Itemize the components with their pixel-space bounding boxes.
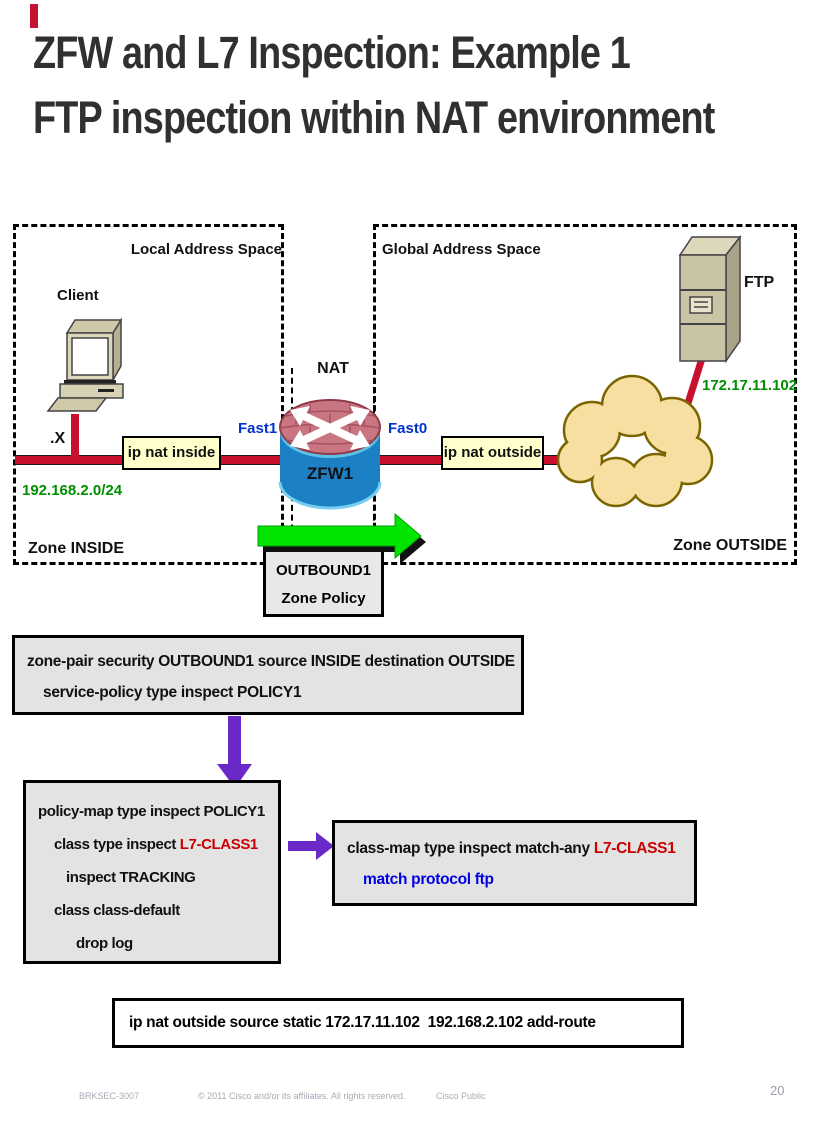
interface-fast0-label: Fast0 (388, 420, 428, 437)
flow-arrow-down (217, 716, 252, 788)
interface-fast1-label: Fast1 (238, 420, 278, 437)
zone-pair-line-1: zone-pair security OUTBOUND1 source INSI… (27, 653, 515, 670)
ip-nat-inside-tag: ip nat inside (122, 436, 221, 470)
keyboard (46, 397, 108, 412)
l7-class1-def: L7-CLASS1 (593, 840, 676, 857)
zone-outside-label: Zone OUTSIDE (673, 537, 787, 554)
nat-label: NAT (317, 360, 349, 377)
zone-policy-name: OUTBOUND1 (275, 562, 371, 579)
ftp-server-icon (678, 234, 742, 364)
monitor-screen (71, 337, 109, 376)
ip-nat-outside-tag: ip nat outside (441, 436, 544, 470)
slide-title: ZFW and L7 Inspection: Example 1 FTP ins… (33, 20, 715, 150)
title-line-2: FTP inspection within NAT environment (33, 92, 715, 143)
policy-map-line-3: inspect TRACKING (66, 869, 196, 886)
title-line-1: ZFW and L7 Inspection: Example 1 (33, 27, 631, 78)
footer-session-id: BRKSEC-3007 (79, 1091, 140, 1101)
footer-classification: Cisco Public (436, 1091, 486, 1101)
router-arrows (290, 406, 370, 450)
client-drop-segment (71, 414, 79, 458)
class-map-line-2: match protocol ftp (363, 871, 494, 888)
policy-map-line-5: drop log (76, 935, 133, 952)
nat-command-text: ip nat outside source static 172.17.11.1… (129, 1014, 596, 1031)
local-address-space-label: Local Address Space (130, 241, 282, 258)
client-suffix-label: .X (50, 430, 66, 447)
l7-class1-ref: L7-CLASS1 (179, 836, 258, 853)
internet-cloud-icon (556, 374, 714, 508)
ftp-server-label: FTP (744, 274, 775, 291)
client-label: Client (57, 287, 99, 304)
flow-arrow-right (288, 832, 334, 860)
class-map-config-box: class-map type inspect match-any L7-CLAS… (332, 820, 697, 906)
policy-map-line-4: class class-default (54, 902, 180, 919)
accent-bar (30, 4, 38, 28)
footer-copyright: © 2011 Cisco and/or its affiliates. All … (198, 1091, 406, 1101)
inside-subnet-label: 192.168.2.0/24 (22, 482, 123, 499)
zone-inside-boundary (13, 224, 284, 565)
nat-command-box: ip nat outside source static 172.17.11.1… (112, 998, 684, 1048)
drive-bay (689, 296, 713, 314)
zone-policy-caption: Zone Policy (281, 590, 366, 607)
router-hostname-label: ZFW1 (306, 464, 354, 483)
zone-policy-callout: OUTBOUND1 Zone Policy (263, 547, 384, 617)
zone-pair-config-box: zone-pair security OUTBOUND1 source INSI… (12, 635, 524, 715)
class-map-line-1: class-map type inspect match-any L7-CLAS… (347, 840, 676, 857)
traffic-direction-arrow (257, 512, 426, 564)
zfw-router-icon (278, 399, 382, 510)
policy-map-config-box: policy-map type inspect POLICY1 class ty… (23, 780, 281, 964)
global-address-space-label: Global Address Space (382, 241, 541, 258)
ftp-server-ip-label: 172.17.11.102 (702, 377, 798, 394)
policy-map-line-1: policy-map type inspect POLICY1 (38, 803, 265, 820)
client-computer-icon (46, 317, 124, 412)
zone-inside-label: Zone INSIDE (28, 540, 125, 557)
policy-map-line-2: class type inspect L7-CLASS1 (54, 836, 258, 853)
zone-pair-line-2: service-policy type inspect POLICY1 (43, 684, 302, 701)
page-number: 20 (770, 1083, 785, 1098)
